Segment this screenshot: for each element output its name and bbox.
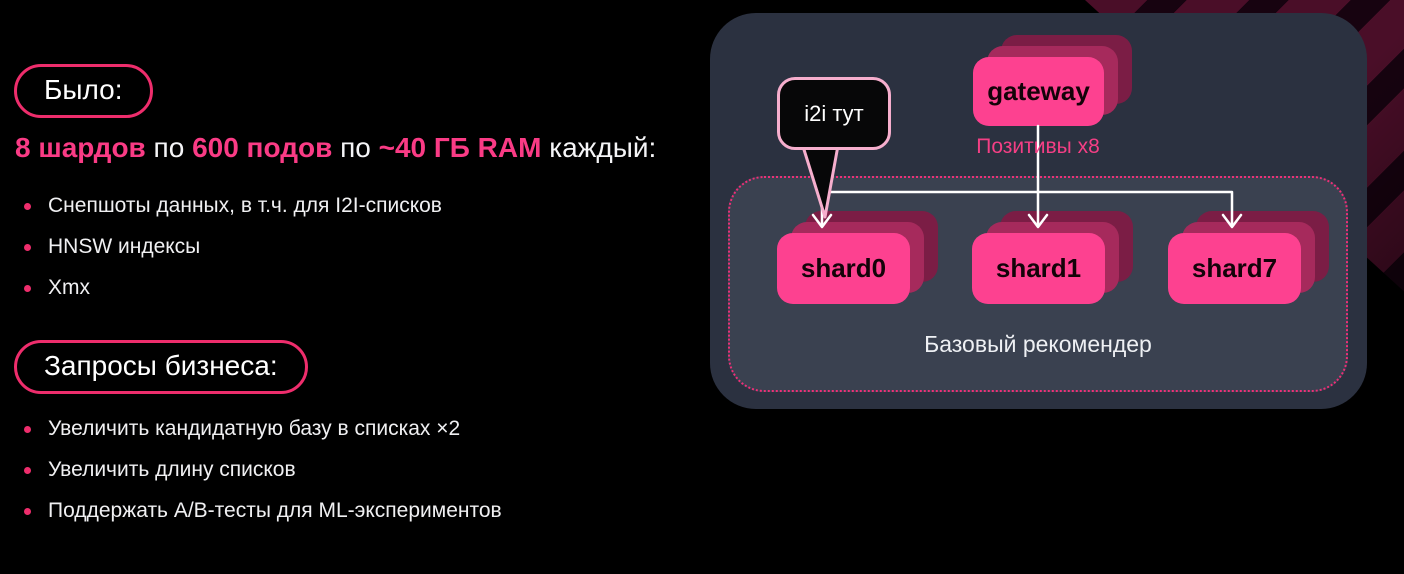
- i2i-callout-label: i2i тут: [804, 100, 864, 126]
- headline-text-3: каждый:: [541, 132, 657, 163]
- headline: 8 шардов по 600 подов по ~40 ГБ RAM кажд…: [15, 132, 656, 164]
- list-item-text: Поддержать A/B-тесты для ML-эксперименто…: [48, 499, 502, 522]
- shard1-node-label: shard1: [972, 233, 1105, 304]
- business-requests-badge-label: Запросы бизнеса:: [44, 350, 278, 381]
- bullet-dot: [24, 426, 31, 433]
- positives-x8-label: Позитивы x8: [976, 135, 1100, 158]
- was-badge: Было:: [14, 64, 153, 118]
- was-bullet-list: Снепшоты данных, в т.ч. для I2I-списков …: [24, 194, 442, 317]
- headline-accent-ram: ~40 ГБ RAM: [378, 132, 542, 163]
- headline-text-2: по: [332, 132, 379, 163]
- gateway-node-label: gateway: [973, 57, 1104, 126]
- bullet-dot: [24, 508, 31, 515]
- base-recommender-label: Базовый рекомендер: [924, 331, 1152, 357]
- headline-accent-shards: 8 шардов: [15, 132, 146, 163]
- bullet-dot: [24, 285, 31, 292]
- list-item: Увеличить кандидатную базу в списках ×2: [24, 417, 502, 441]
- shard1-node: shard1: [972, 211, 1133, 304]
- bullet-dot: [24, 467, 31, 474]
- list-item-text: Увеличить кандидатную базу в списках ×2: [48, 417, 461, 440]
- bullet-dot: [24, 244, 31, 251]
- shard7-node-label: shard7: [1168, 233, 1301, 304]
- i2i-callout-bubble: i2i тут: [777, 77, 891, 150]
- list-item: Поддержать A/B-тесты для ML-эксперименто…: [24, 499, 502, 523]
- list-item-text: Увеличить длину списков: [48, 458, 296, 481]
- shard0-node-label: shard0: [777, 233, 910, 304]
- list-item: Xmx: [24, 276, 442, 300]
- bullet-dot: [24, 203, 31, 210]
- requests-bullet-list: Увеличить кандидатную базу в списках ×2 …: [24, 417, 502, 540]
- was-badge-label: Было:: [44, 74, 123, 105]
- shard0-node: shard0: [777, 211, 938, 304]
- list-item-text: Снепшоты данных, в т.ч. для I2I-списков: [48, 194, 442, 217]
- business-requests-badge: Запросы бизнеса:: [14, 340, 308, 394]
- gateway-node: gateway: [973, 35, 1132, 126]
- shard7-node: shard7: [1168, 211, 1329, 304]
- list-item: Увеличить длину списков: [24, 458, 502, 482]
- headline-text-1: по: [145, 132, 193, 163]
- headline-accent-pods: 600 подов: [192, 132, 333, 163]
- list-item: HNSW индексы: [24, 235, 442, 259]
- list-item-text: HNSW индексы: [48, 235, 201, 258]
- list-item: Снепшоты данных, в т.ч. для I2I-списков: [24, 194, 442, 218]
- list-item-text: Xmx: [48, 276, 90, 299]
